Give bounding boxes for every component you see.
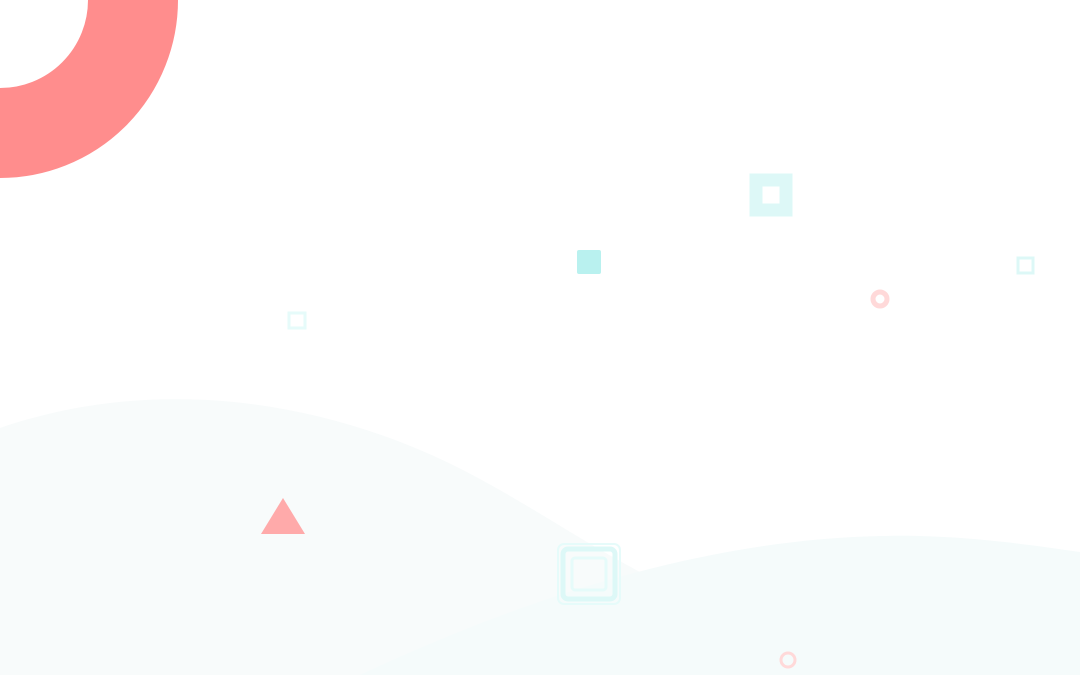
concentric-square-inner <box>570 556 608 592</box>
coral-triangle <box>261 498 305 534</box>
concentric-square-middle <box>560 546 618 602</box>
small-outline-square <box>1016 256 1035 275</box>
background-wave-front <box>360 535 1080 675</box>
solid-square <box>577 250 601 274</box>
small-outline-square <box>287 311 307 330</box>
small-pink-ring <box>870 289 890 309</box>
background-wave <box>0 399 1080 675</box>
tiny-pink-ring <box>779 651 797 669</box>
concentric-square-outer <box>557 543 621 605</box>
large-coral-ring <box>0 0 178 178</box>
outline-square <box>749 173 793 217</box>
